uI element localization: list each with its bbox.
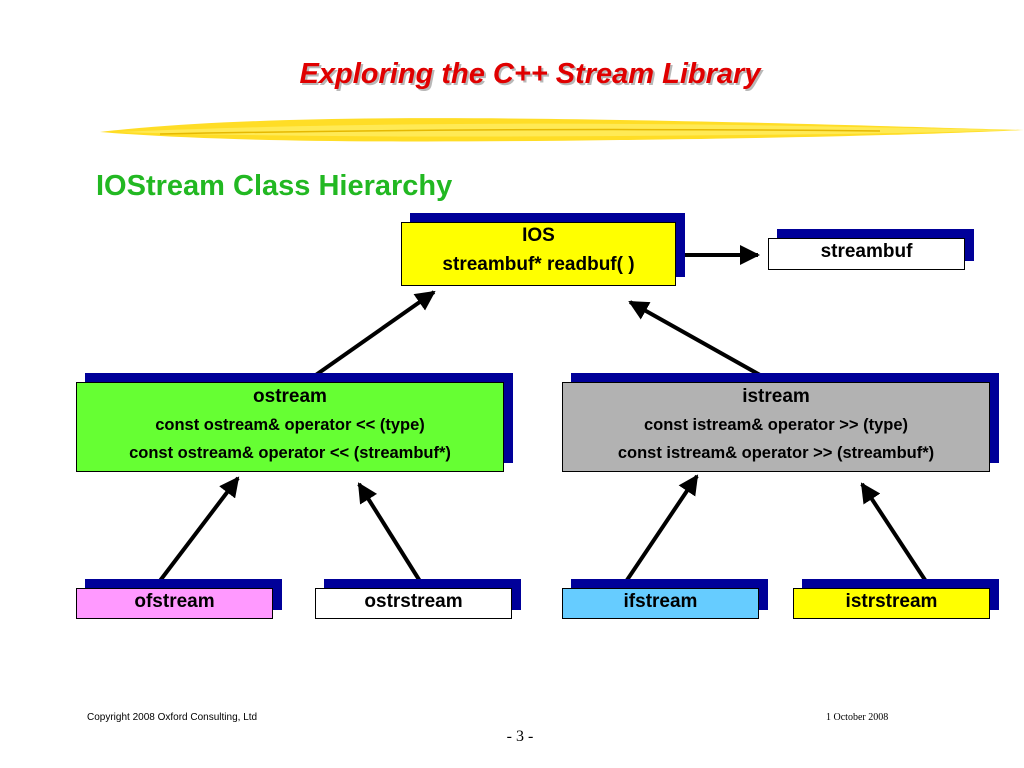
- ostream-class-box: ostream const ostream& operator << (type…: [76, 382, 504, 472]
- ostrstream-class-box: ostrstream: [315, 588, 512, 619]
- istream-class-name: istream: [742, 386, 810, 407]
- arrow-ofstream-to-ostream: [154, 476, 240, 588]
- ios-class-box: IOS streambuf* readbuf( ): [401, 222, 676, 286]
- ifstream-class-name: ifstream: [623, 591, 698, 612]
- arrow-ostrstream-to-ostream: [357, 482, 425, 588]
- ostream-class-name: ostream: [253, 386, 327, 407]
- ifstream-class-box: ifstream: [562, 588, 759, 619]
- istream-member-streambuf: const istream& operator >> (streambuf*): [617, 444, 935, 462]
- istrstream-class-box: istrstream: [793, 588, 990, 619]
- ostream-member-streambuf: const ostream& operator << (streambuf*): [129, 444, 451, 462]
- arrow-istrstream-to-istream: [860, 482, 931, 588]
- arrow-istream-to-ios: [628, 300, 777, 386]
- footer-date: 1 October 2008: [826, 712, 889, 723]
- streambuf-class-box: streambuf: [768, 238, 965, 270]
- arrow-ifstream-to-istream: [621, 474, 699, 588]
- ostream-member-type: const ostream& operator << (type): [155, 416, 425, 434]
- title-underline-swoosh: [100, 118, 1024, 142]
- ios-class-name: IOS: [522, 225, 555, 246]
- istream-class-box: istream const istream& operator >> (type…: [562, 382, 990, 472]
- footer-copyright: Copyright 2008 Oxford Consulting, Ltd: [87, 712, 258, 723]
- page-number: - 3 -: [506, 728, 534, 745]
- streambuf-class-name: streambuf: [820, 241, 913, 262]
- ostrstream-class-name: ostrstream: [364, 591, 463, 612]
- ofstream-class-name: ofstream: [134, 591, 215, 612]
- slide-title: Exploring the C++ Stream Library: [299, 58, 761, 90]
- istrstream-class-name: istrstream: [845, 591, 938, 612]
- istream-member-type: const istream& operator >> (type): [643, 416, 909, 434]
- ios-class-member: streambuf* readbuf( ): [442, 254, 635, 275]
- arrow-ostream-to-ios: [301, 290, 436, 386]
- diagram-subtitle: IOStream Class Hierarchy: [96, 170, 453, 202]
- ofstream-class-box: ofstream: [76, 588, 273, 619]
